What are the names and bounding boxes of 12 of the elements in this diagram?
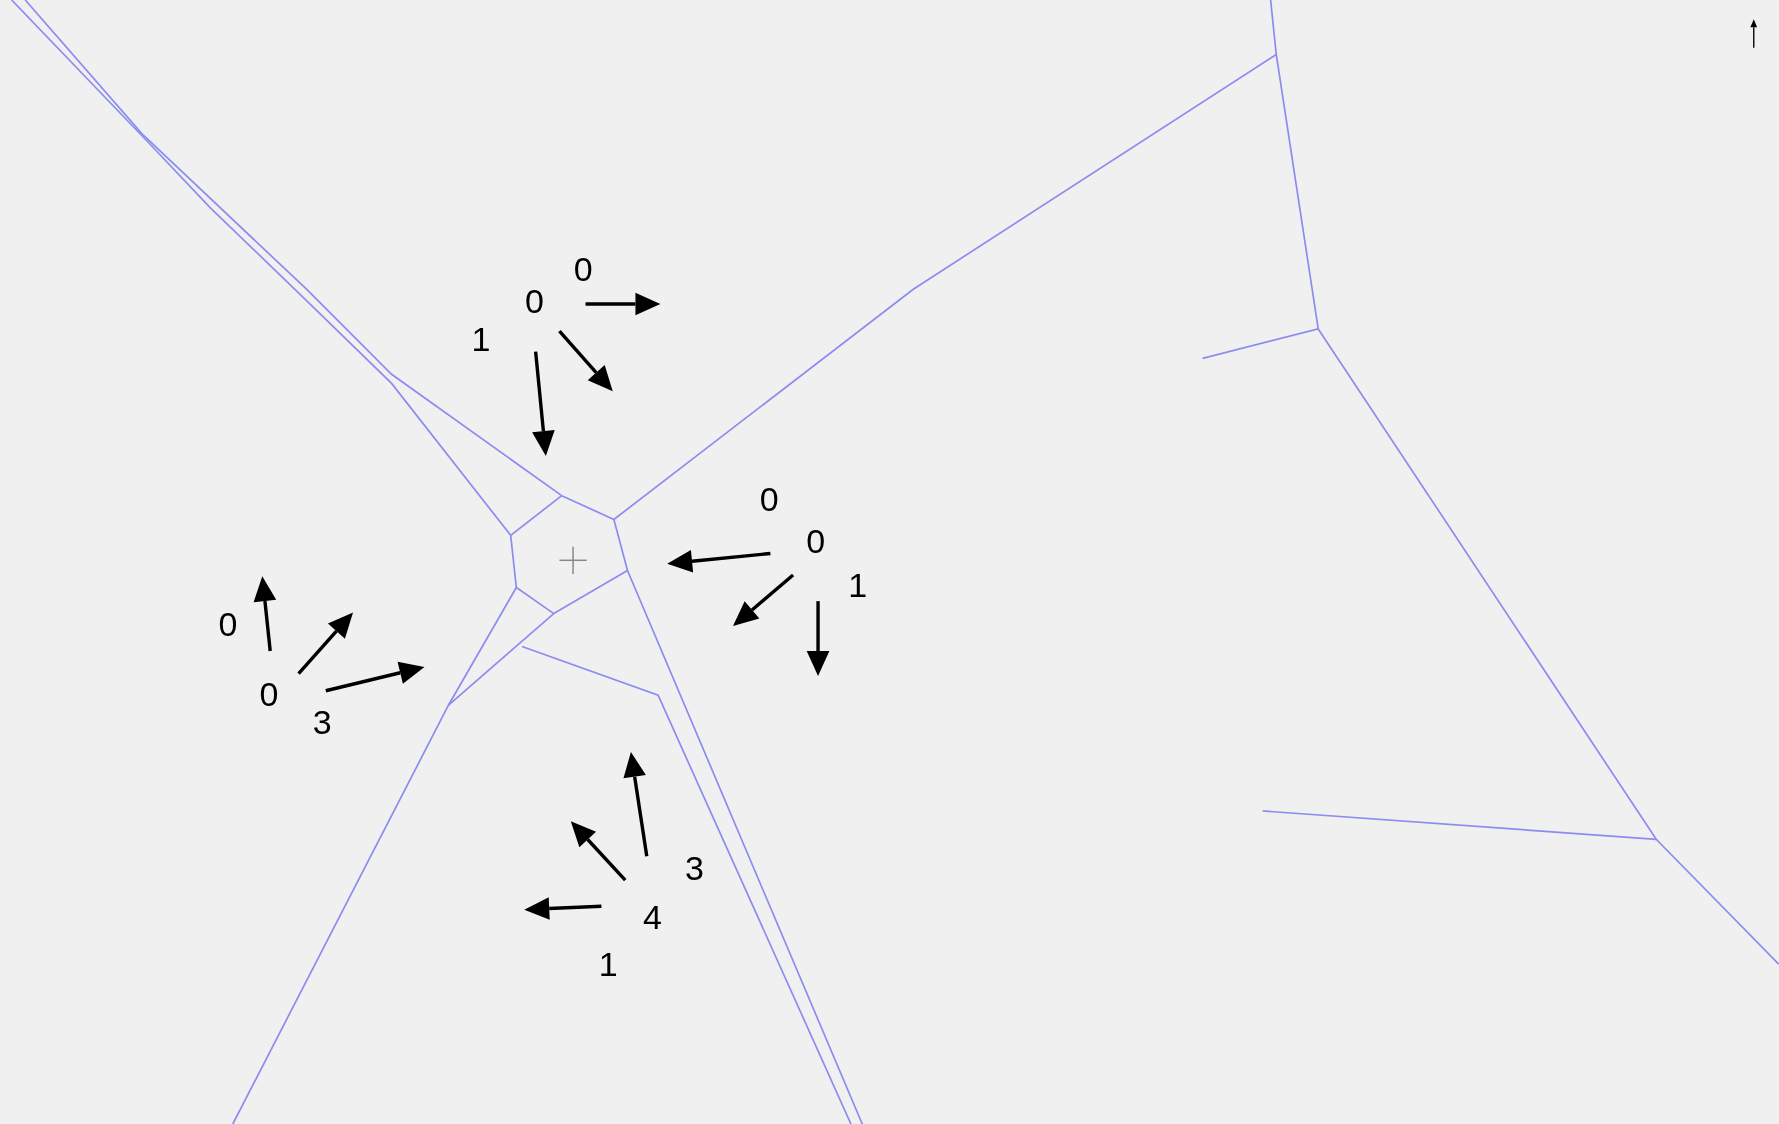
vector-count-label: 0 bbox=[806, 524, 826, 559]
vector-count-label: 0 bbox=[218, 607, 238, 641]
vector-count-label: 4 bbox=[642, 899, 662, 934]
vector-count-label: 0 bbox=[524, 283, 544, 318]
vector-count-label: 1 bbox=[471, 322, 491, 357]
vector-count-label: 1 bbox=[598, 947, 618, 982]
vector-count-label: 0 bbox=[573, 251, 593, 286]
vector-count-label: 3 bbox=[312, 704, 332, 739]
vector-count-label: 0 bbox=[259, 677, 279, 712]
vector-count-label: 3 bbox=[684, 850, 704, 885]
vector-count-label: 0 bbox=[759, 482, 779, 517]
vector-count-label: 1 bbox=[848, 568, 868, 603]
